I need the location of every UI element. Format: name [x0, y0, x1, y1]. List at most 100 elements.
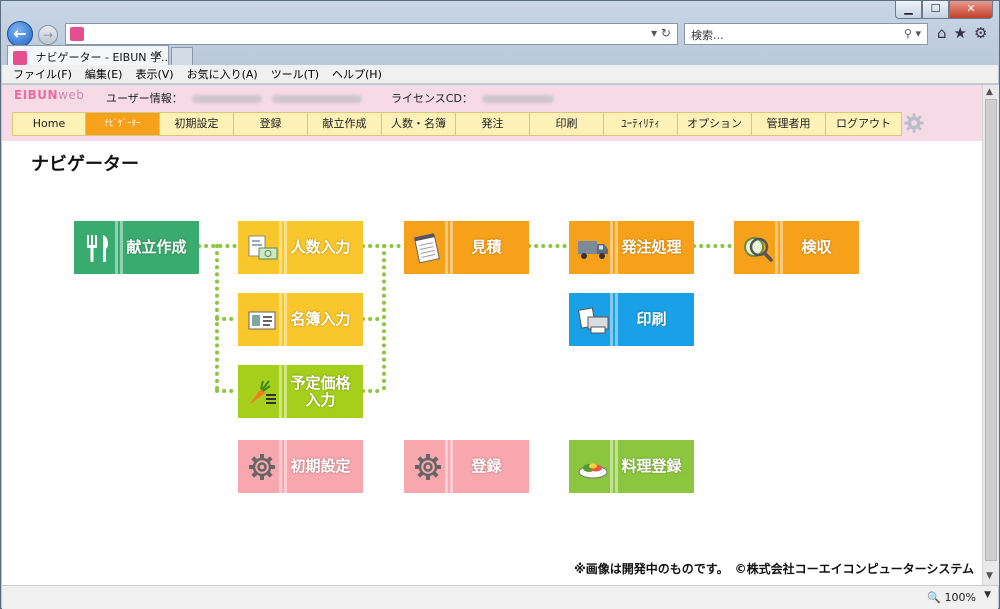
tile-label: 登録: [471, 457, 502, 475]
tile-label: 印刷: [636, 310, 667, 328]
scroll-thumb[interactable]: [985, 99, 997, 561]
dish-icon: [578, 463, 608, 479]
browser-tab-active[interactable]: ナビゲーター - EIBUN 学... ✕: [7, 45, 169, 65]
menu-favorites[interactable]: お気に入り(A): [186, 68, 258, 81]
nav-item-kondate-sakusei[interactable]: 献立作成: [308, 112, 382, 136]
search-box[interactable]: 検索... ⚲ ▾: [684, 23, 928, 45]
logo-sub: web: [58, 88, 85, 102]
window-controls: ▁ ☐ ✕: [895, 1, 993, 19]
close-window-button[interactable]: ✕: [949, 1, 993, 19]
license-label: ライセンスCD：: [391, 92, 473, 105]
carrot-icon: [249, 380, 276, 405]
fork-knife-icon: [87, 235, 108, 262]
nav-item-ninzu-meibo[interactable]: 人数・名簿: [382, 112, 456, 136]
tile-kenshu[interactable]: 検収: [734, 221, 859, 274]
minimize-button[interactable]: ▁: [895, 1, 922, 19]
tile-label: 名簿入力: [290, 310, 351, 328]
truck-icon: [578, 241, 608, 259]
nav-item-toroku[interactable]: 登録: [234, 112, 308, 136]
menu-view[interactable]: 表示(V): [135, 68, 174, 81]
page-title: ナビゲーター: [31, 154, 139, 175]
vertical-scrollbar[interactable]: ▲ ▼: [982, 85, 999, 585]
tile-mitsumori[interactable]: 見積: [404, 221, 529, 274]
search-placeholder: 検索...: [691, 29, 724, 42]
tile-ryori-toroku[interactable]: 料理登録: [569, 440, 694, 493]
tile-yotei-kakaku-nyuryoku[interactable]: 予定価格 入力: [238, 365, 363, 418]
menu-file[interactable]: ファイル(F): [13, 68, 72, 81]
nav-item-navigator[interactable]: ﾅﾋﾞｹﾞｰﾀｰ: [86, 112, 160, 136]
scroll-down-icon[interactable]: ▼: [986, 571, 993, 581]
user-info-label: ユーザー情報：: [106, 92, 183, 105]
document-money-icon: [248, 235, 278, 260]
magnifier-vegetable-icon: [744, 237, 773, 262]
tab-favicon-icon: [13, 51, 27, 65]
tile-insatsu[interactable]: 印刷: [569, 293, 694, 346]
nav-gear-icon[interactable]: [903, 112, 925, 134]
menu-help[interactable]: ヘルプ(H): [332, 68, 382, 81]
tile-kondate-sakusei[interactable]: 献立作成: [74, 221, 199, 274]
menu-bar: ファイル(F) 編集(E) 表示(V) お気に入り(A) ツール(T) ヘルプ(…: [2, 65, 998, 84]
nav-item-option[interactable]: オプション: [678, 112, 752, 136]
settings-gear-icon[interactable]: ⚙: [973, 24, 988, 42]
tile-toroku[interactable]: 登録: [404, 440, 529, 493]
tile-label: 人数入力: [290, 238, 351, 256]
maximize-button[interactable]: ☐: [922, 1, 949, 19]
nav-item-shoki-settei[interactable]: 初期設定: [160, 112, 234, 136]
tile-label: 予定価格 入力: [290, 373, 351, 409]
scroll-up-icon[interactable]: ▲: [986, 87, 993, 97]
zoom-dropdown-icon[interactable]: ▼: [984, 590, 991, 600]
favorites-star-icon[interactable]: ★: [953, 24, 967, 42]
tile-label: 検収: [801, 238, 832, 256]
tile-ninzu-nyuryoku[interactable]: 人数入力: [238, 221, 363, 274]
new-tab-button[interactable]: [171, 47, 193, 65]
nav-item-home[interactable]: Home: [12, 112, 86, 136]
site-favicon-icon: [70, 27, 84, 41]
id-card-icon: [248, 311, 276, 330]
redacted-license: [482, 95, 555, 103]
user-info: ユーザー情報：: [106, 90, 362, 106]
tile-label: 発注処理: [621, 238, 682, 256]
nav-item-insatsu[interactable]: 印刷: [530, 112, 604, 136]
nav-item-kanrisha[interactable]: 管理者用: [752, 112, 826, 136]
tile-label: 初期設定: [290, 457, 351, 475]
printer-icon: [577, 307, 609, 334]
zoom-level[interactable]: 🔍 100%: [927, 591, 976, 604]
tile-shoki-settei[interactable]: 初期設定: [238, 440, 363, 493]
home-icon[interactable]: ⌂: [937, 24, 947, 42]
eibun-logo[interactable]: EIBUNweb: [14, 88, 84, 102]
tab-strip: ナビゲーター - EIBUN 学... ✕: [7, 45, 995, 65]
notepad-icon: [414, 233, 440, 264]
status-bar: 🔍 100% ▼: [2, 585, 998, 609]
site-header: EIBUNweb ユーザー情報： ライセンスCD：: [2, 85, 982, 109]
browser-toolbar: ← → ▾ ↻ 検索... ⚲ ▾ ⌂ ★ ⚙: [7, 21, 995, 47]
logo-main: EIBUN: [14, 88, 59, 102]
nav-item-utility[interactable]: ﾕｰﾃｨﾘﾃｨ: [604, 112, 678, 136]
forward-button[interactable]: →: [38, 25, 58, 45]
menu-edit[interactable]: 編集(E): [84, 68, 123, 81]
zoom-value: 100%: [944, 591, 976, 604]
search-icon[interactable]: ⚲ ▾: [903, 27, 921, 40]
redacted-user-2: [271, 95, 362, 103]
tile-hacchu-shori[interactable]: 発注処理: [569, 221, 694, 274]
refresh-icon[interactable]: ▾ ↻: [651, 26, 671, 40]
nav-item-hacchu[interactable]: 発注: [456, 112, 530, 136]
menu-tools[interactable]: ツール(T): [270, 68, 319, 81]
gear-icon: [249, 454, 275, 480]
tile-label: 料理登録: [621, 457, 682, 475]
footer-note: ※画像は開発中のものです。 ©株式会社コーエイコンピューターシステム: [574, 562, 974, 576]
tile-label: 献立作成: [126, 238, 187, 256]
address-bar[interactable]: ▾ ↻: [65, 23, 678, 45]
gear-icon: [415, 454, 441, 480]
redacted-user: [192, 95, 263, 103]
nav-item-logout[interactable]: ログアウト: [826, 112, 902, 136]
tile-meibo-nyuryoku[interactable]: 名簿入力: [238, 293, 363, 346]
back-button[interactable]: ←: [7, 21, 33, 47]
tile-label: 見積: [471, 238, 502, 256]
tab-close-icon[interactable]: ✕: [153, 48, 163, 61]
browser-tools: ⌂ ★ ⚙: [937, 24, 987, 42]
tab-title: ナビゲーター - EIBUN 学...: [35, 51, 169, 64]
